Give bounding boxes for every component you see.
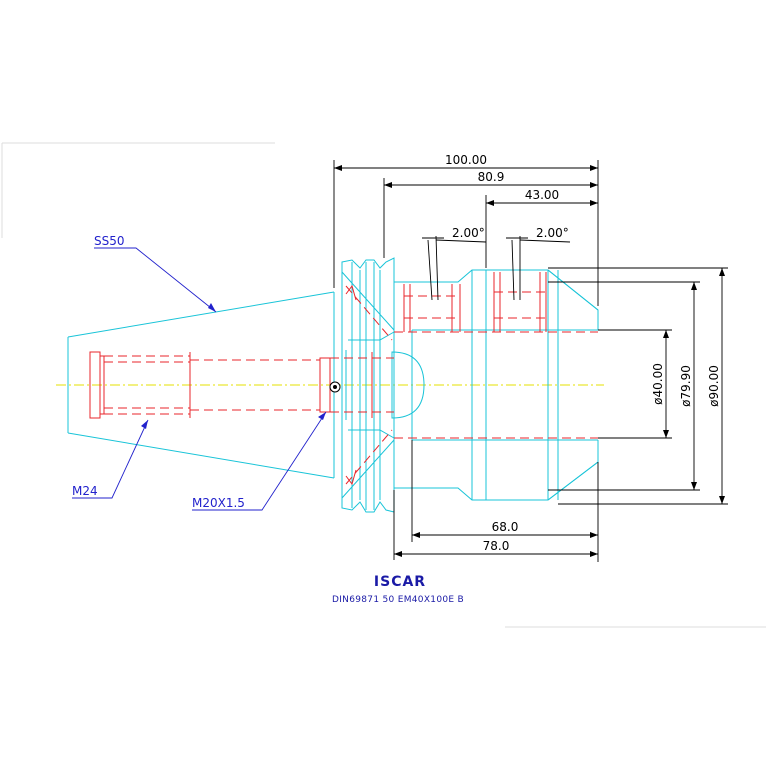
chamfer-left-leader: [422, 235, 444, 301]
callout-text-taper: SS50: [94, 234, 125, 248]
callouts: [72, 247, 327, 511]
hidden-features: [89, 272, 598, 486]
body-outline: [394, 269, 599, 501]
callout-leader-m24: [72, 419, 149, 499]
callout-leader-m20: [192, 411, 327, 511]
clamp-screw-2: [493, 272, 547, 332]
chamfer-right-leader: [506, 236, 528, 301]
callout-text-m20: M20X1.5: [192, 496, 245, 510]
dim-text-chamfer-right: 2.00°: [536, 226, 569, 240]
dim-text-chamfer-left: 2.00°: [452, 226, 485, 240]
dim-text-80: 80.9: [478, 170, 505, 184]
drive-slot-ends: [345, 284, 357, 486]
cone-transition: [341, 271, 395, 499]
body-chamfers: [547, 269, 599, 501]
callout-arrow-m24: [141, 420, 148, 429]
dim-text-90: ø90.00: [707, 365, 721, 407]
taper-outline: [67, 291, 335, 479]
dim-text-68: 68.0: [492, 520, 519, 534]
chamfer-right-underline: [519, 239, 571, 243]
callout-leader-taper: [94, 247, 217, 313]
dim-text-100: 100.00: [445, 153, 487, 167]
flange-groove-lines: [351, 262, 381, 510]
bore-outline: [411, 329, 598, 441]
rear-thread-step: [100, 355, 105, 415]
pocket-dome: [391, 351, 425, 419]
drive-slot-lines: [345, 285, 393, 485]
center-point-dot: [333, 385, 337, 389]
clamp-screw-2-thread: [494, 291, 546, 319]
dimension-lines: [333, 160, 728, 562]
tool-outline: [67, 257, 599, 513]
dim-text-78: 78.0: [483, 539, 510, 553]
dim-text-43: 43.00: [525, 188, 559, 202]
dim-text-79: ø79.90: [679, 365, 693, 407]
callout-arrow-m20: [318, 412, 326, 420]
logo-text: ISCAR: [374, 574, 426, 590]
clamp-screw-1: [403, 284, 461, 332]
rear-thread-start: [89, 351, 101, 419]
body-section-lines: [471, 270, 559, 500]
frame-top-left: [1, 142, 275, 238]
manufacturer-logo: ISCAR: [374, 574, 426, 590]
callout-arrow-taper: [208, 303, 216, 312]
tool-designation: DIN69871 50 EM40X100E B: [332, 595, 464, 605]
pocket-outline: [348, 331, 395, 439]
dim-text-40: ø40.00: [651, 363, 665, 405]
chamfer-left-underline: [435, 239, 487, 243]
callout-text-m24: M24: [72, 484, 98, 498]
